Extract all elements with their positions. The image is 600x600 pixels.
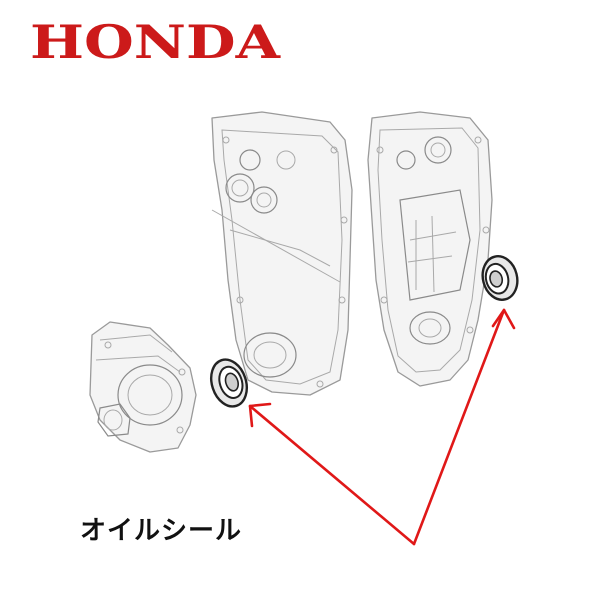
crankcase-right: [367, 111, 493, 387]
arrow-to-left-seal: [248, 404, 416, 546]
honda-logo: HONDA: [28, 14, 288, 69]
oil-seal-left: [210, 358, 248, 408]
gear-case-cover: [89, 321, 197, 453]
honda-logo-text: HONDA: [30, 15, 282, 66]
oil-seal-right: [481, 255, 519, 301]
part-name-label: オイルシール: [80, 516, 243, 546]
arrow-to-right-seal: [412, 308, 506, 546]
arrowhead-left: [248, 402, 272, 428]
callout-arrows: [248, 308, 516, 546]
arrowhead-right: [491, 308, 516, 330]
crankcase-left: [211, 111, 353, 396]
